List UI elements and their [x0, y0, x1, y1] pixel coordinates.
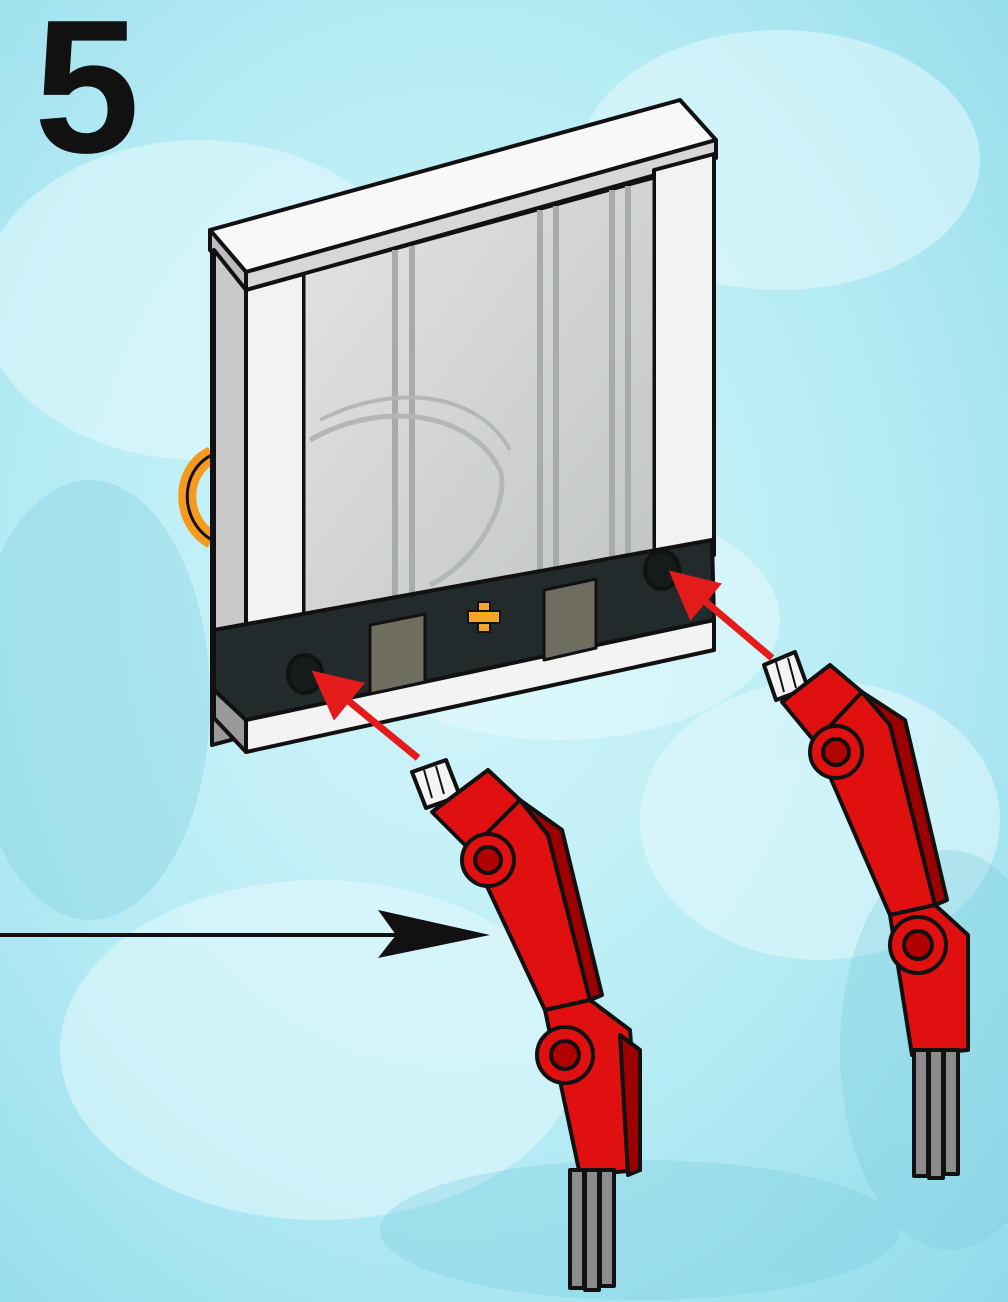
gray-rods-right	[914, 1050, 958, 1178]
step-number: 5	[34, 0, 136, 182]
gray-rods-left	[570, 1170, 614, 1290]
base-tile-right	[544, 579, 596, 660]
window-right-pillar	[654, 154, 714, 570]
window-left-pillar	[214, 250, 246, 665]
base-tile-left	[370, 614, 425, 694]
socket-right	[645, 551, 679, 589]
socket-left	[288, 655, 322, 693]
